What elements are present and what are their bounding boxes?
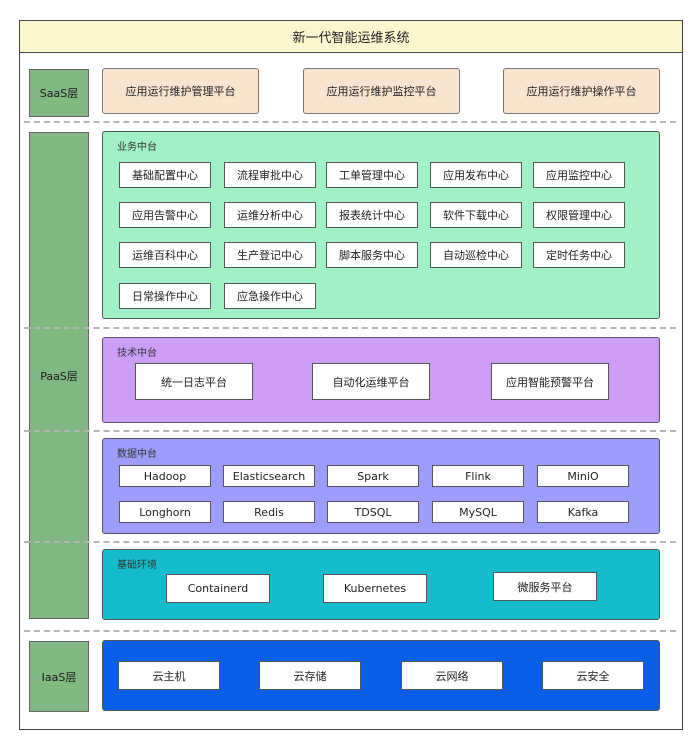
iaas-item: 云存储 xyxy=(259,661,361,690)
business-item: 流程审批中心 xyxy=(224,162,316,188)
technology-item: 应用智能预警平台 xyxy=(491,363,609,400)
business-item: 运维分析中心 xyxy=(224,202,316,228)
data-item: Longhorn xyxy=(119,501,211,523)
business-item: 软件下载中心 xyxy=(430,202,522,228)
business-item: 基础配置中心 xyxy=(119,162,211,188)
data-title: 数据中台 xyxy=(117,449,157,460)
business-item: 权限管理中心 xyxy=(533,202,625,228)
business-item: 运维百科中心 xyxy=(119,242,211,268)
saas-platform-operation: 应用运行维护操作平台 xyxy=(503,68,660,114)
environment-item: 微服务平台 xyxy=(493,572,597,601)
section-divider xyxy=(24,430,676,432)
iaas-item: 云网络 xyxy=(401,661,503,690)
data-item: TDSQL xyxy=(327,501,419,523)
paas-layer-label: PaaS层 xyxy=(29,132,89,619)
business-item: 生产登记中心 xyxy=(224,242,316,268)
business-item: 自动巡检中心 xyxy=(430,242,522,268)
saas-platform-management: 应用运行维护管理平台 xyxy=(102,68,259,114)
iaas-layer-label: IaaS层 xyxy=(29,641,89,712)
saas-layer-label: SaaS层 xyxy=(29,69,89,117)
business-item: 定时任务中心 xyxy=(533,242,625,268)
architecture-frame xyxy=(19,20,683,730)
section-divider xyxy=(24,327,676,329)
data-item: MiniO xyxy=(537,465,629,487)
data-item: Flink xyxy=(432,465,524,487)
environment-item: Kubernetes xyxy=(323,574,427,603)
technology-item: 统一日志平台 xyxy=(135,363,253,400)
business-item: 应用发布中心 xyxy=(430,162,522,188)
business-item: 应急操作中心 xyxy=(224,283,316,309)
business-item: 工单管理中心 xyxy=(326,162,418,188)
layer-divider xyxy=(24,630,676,632)
business-title: 业务中台 xyxy=(117,142,157,153)
business-item: 脚本服务中心 xyxy=(326,242,418,268)
iaas-item: 云主机 xyxy=(118,661,220,690)
section-divider xyxy=(24,541,676,543)
environment-item: Containerd xyxy=(166,574,270,603)
business-item: 应用告警中心 xyxy=(119,202,211,228)
layer-divider xyxy=(24,121,676,123)
business-item: 报表统计中心 xyxy=(326,202,418,228)
data-item: MySQL xyxy=(432,501,524,523)
diagram-title: 新一代智能运维系统 xyxy=(20,21,682,53)
environment-title: 基础环境 xyxy=(117,560,157,571)
data-item: Hadoop xyxy=(119,465,211,487)
data-item: Kafka xyxy=(537,501,629,523)
saas-platform-monitoring: 应用运行维护监控平台 xyxy=(303,68,460,114)
data-item: Redis xyxy=(223,501,315,523)
technology-item: 自动化运维平台 xyxy=(312,363,430,400)
business-item: 应用监控中心 xyxy=(533,162,625,188)
data-item: Spark xyxy=(327,465,419,487)
diagram-title-text: 新一代智能运维系统 xyxy=(292,31,410,46)
business-item: 日常操作中心 xyxy=(119,283,211,309)
iaas-item: 云安全 xyxy=(542,661,644,690)
data-item: Elasticsearch xyxy=(223,465,315,487)
technology-title: 技术中台 xyxy=(117,348,157,359)
